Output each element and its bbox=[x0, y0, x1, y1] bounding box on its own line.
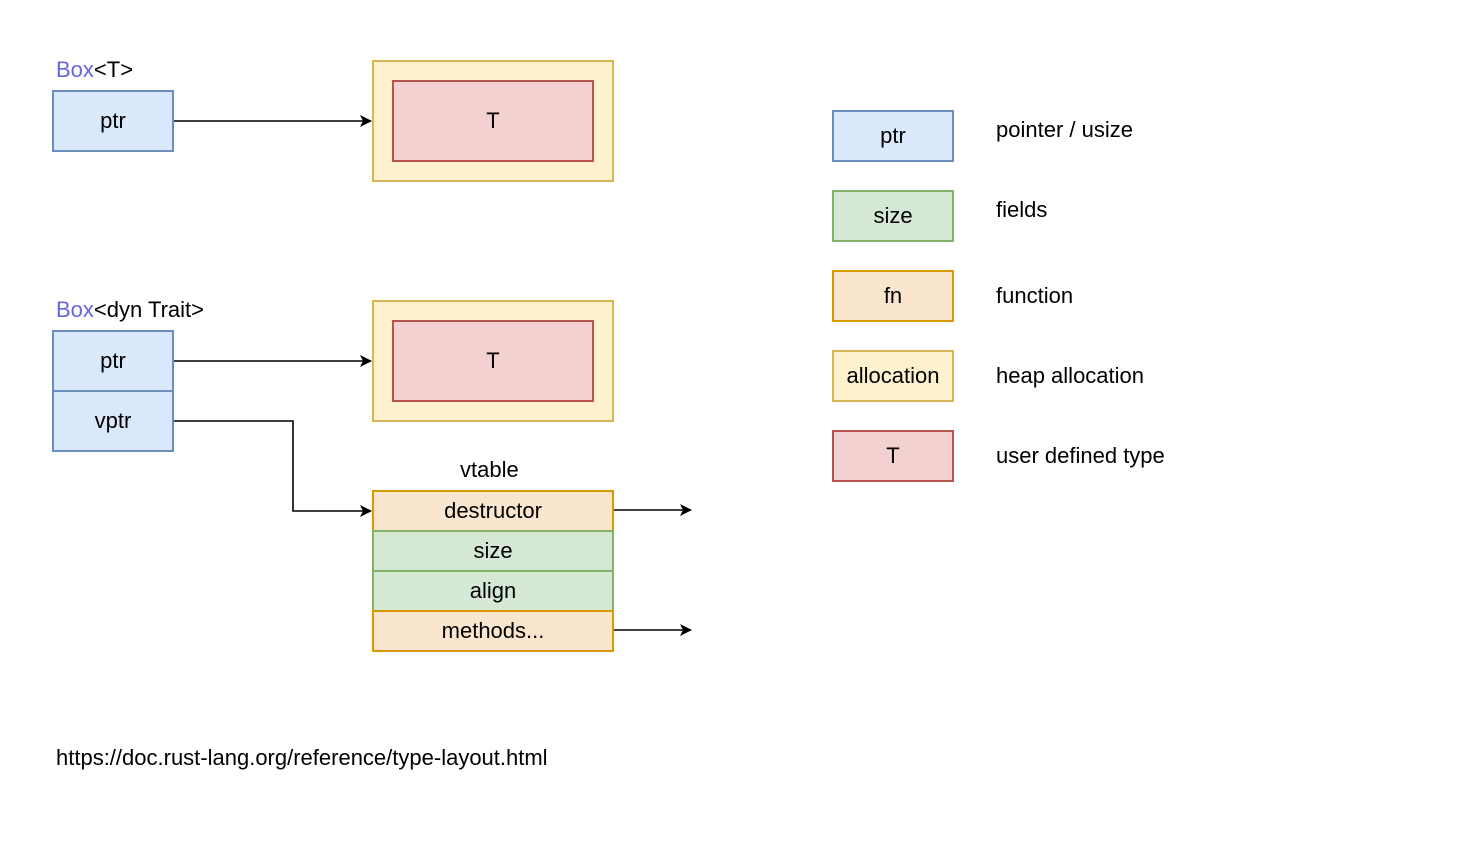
vtable-row-label: destructor bbox=[444, 498, 542, 523]
vtable-row-label: size bbox=[473, 538, 513, 563]
box-dyn-ptr-field: ptr bbox=[52, 330, 174, 392]
vtable-row-label: methods... bbox=[441, 618, 545, 643]
box-t-ptr-label: ptr bbox=[100, 108, 126, 133]
box-t-inner-label: T bbox=[486, 108, 500, 133]
legend-swatch-fields: size bbox=[832, 190, 954, 242]
legend-swatch-allocation: allocation bbox=[832, 350, 954, 402]
box-dyn-vptr-arrow bbox=[173, 420, 372, 517]
box-dyn-vptr-label: vptr bbox=[94, 408, 132, 433]
legend-swatch-label: ptr bbox=[880, 123, 906, 148]
vtable-row-destructor: destructor bbox=[372, 490, 614, 532]
legend-swatch-label: size bbox=[873, 203, 913, 228]
box-t-title: Box<T> bbox=[56, 59, 133, 81]
box-t-ptr-field: ptr bbox=[52, 90, 174, 152]
legend-swatch-user-type: T bbox=[832, 430, 954, 482]
vtable-title: vtable bbox=[460, 457, 519, 482]
legend-swatch-function: fn bbox=[832, 270, 954, 322]
box-dyn-title-generic: <dyn Trait> bbox=[93, 297, 204, 322]
box-dyn-vptr-field: vptr bbox=[52, 390, 174, 452]
legend-swatch-pointer: ptr bbox=[832, 110, 954, 162]
box-dyn-inner-label: T bbox=[486, 348, 500, 373]
legend-description: function bbox=[996, 283, 1074, 308]
box-dyn-title: Box<dyn Trait> bbox=[56, 299, 204, 321]
legend-description: user defined type bbox=[996, 443, 1165, 468]
reference-link[interactable]: https://doc.rust-lang.org/reference/type… bbox=[56, 745, 548, 770]
box-t-inner-type: T bbox=[392, 80, 594, 162]
box-t-title-keyword: Box bbox=[56, 57, 94, 82]
vtable-row-methods: methods... bbox=[372, 610, 614, 652]
legend-swatch-label: fn bbox=[883, 283, 903, 308]
vtable-row-label: align bbox=[469, 578, 517, 603]
vtable-row-size: size bbox=[372, 530, 614, 572]
legend-swatch-label: allocation bbox=[846, 363, 940, 388]
legend-description: heap allocation bbox=[996, 363, 1145, 388]
legend-swatch-label: T bbox=[886, 443, 900, 468]
legend-description: fields bbox=[996, 197, 1048, 222]
box-dyn-ptr-label: ptr bbox=[100, 348, 126, 373]
vtable-row-align: align bbox=[372, 570, 614, 612]
legend-description: pointer / usize bbox=[996, 117, 1133, 142]
box-dyn-inner-type: T bbox=[392, 320, 594, 402]
box-dyn-title-keyword: Box bbox=[56, 297, 94, 322]
box-t-title-generic: <T> bbox=[93, 57, 134, 82]
